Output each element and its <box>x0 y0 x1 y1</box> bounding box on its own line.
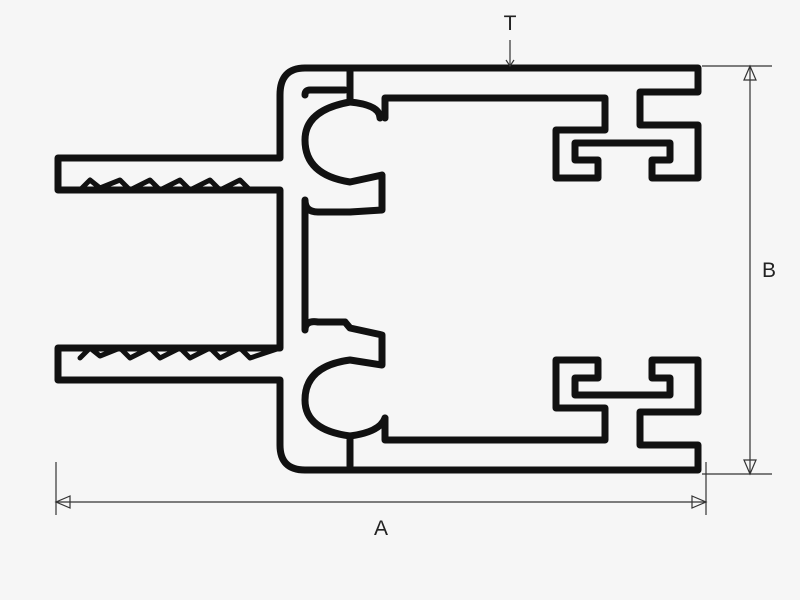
vertical-web <box>301 196 349 334</box>
extrusion-profile <box>54 64 702 474</box>
thickness-arrow <box>505 59 515 68</box>
height-arrow-bottom <box>743 459 757 476</box>
lower-screw-boss <box>301 318 389 470</box>
height-arrow-top <box>743 64 757 81</box>
lower-serrated-fin <box>77 345 283 361</box>
height-label: B <box>762 259 776 282</box>
width-label: A <box>374 517 388 540</box>
upper-screw-boss <box>301 98 386 216</box>
upper-serrated-fin <box>77 177 283 193</box>
upper-boss-stem <box>341 68 354 216</box>
dimension-lines <box>54 40 772 515</box>
inner-wall <box>301 68 354 106</box>
outer-wall <box>54 64 702 474</box>
width-arrow-left <box>54 495 71 509</box>
thickness-label: T <box>504 12 517 35</box>
width-arrow-right <box>691 495 708 509</box>
